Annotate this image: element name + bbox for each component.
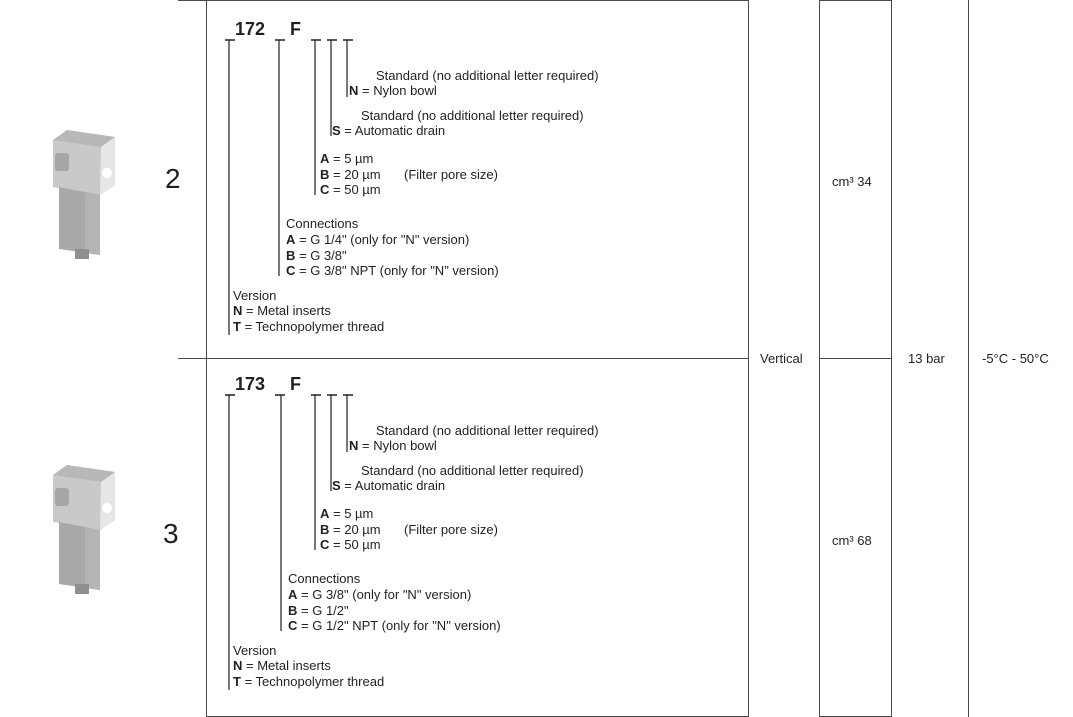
filter-note: (Filter pore size) — [404, 522, 498, 537]
option-letter: C — [320, 537, 330, 552]
volume-value: cm³ 34 — [832, 174, 872, 189]
option-text: = Nylon bowl — [362, 83, 437, 98]
option-letter: B — [320, 166, 330, 182]
connections-title: Connections — [288, 571, 361, 586]
option-text: = G 3/8" — [299, 247, 347, 263]
row-divider — [819, 358, 891, 359]
option-letter: N — [233, 303, 243, 318]
column-divider — [891, 0, 892, 717]
filter-option: B = 20 µm — [320, 167, 381, 182]
filter-option: C = 50 µm — [320, 537, 381, 552]
connection-option: B = G 1/2" — [288, 603, 349, 618]
drain-option: S = Automatic drain — [332, 123, 445, 138]
option-text: = Automatic drain — [344, 123, 446, 138]
version-option: T = Technopolymer thread — [233, 319, 384, 334]
bowl-option: N = Nylon bowl — [349, 83, 437, 98]
filter-note: (Filter pore size) — [404, 167, 498, 182]
version-title: Version — [233, 288, 277, 303]
connections-title: Connections — [286, 216, 359, 231]
filter-product-image — [53, 465, 115, 595]
filter-option: B = 20 µm — [320, 522, 381, 537]
option-letter: N — [349, 438, 359, 453]
option-letter: N — [233, 658, 243, 673]
filter-option: A = 5 µm — [320, 151, 373, 166]
version-title: Version — [233, 643, 277, 658]
option-text: = Technopolymer thread — [244, 673, 385, 689]
version-option: T = Technopolymer thread — [233, 674, 384, 689]
option-letter: S — [332, 478, 341, 493]
connection-option: A = G 1/4" (only for "N" version) — [286, 232, 469, 247]
model-suffix: F — [290, 374, 301, 394]
connection-option: C = G 1/2" NPT (only for "N" version) — [288, 618, 501, 633]
option-text: = Technopolymer thread — [244, 318, 385, 334]
model-code: 172 — [235, 19, 266, 39]
model-code: 173 — [235, 374, 266, 394]
option-text: = 5 µm — [333, 151, 374, 166]
size-number: 3 — [163, 518, 179, 549]
option-letter: T — [233, 673, 241, 689]
option-letter: A — [320, 506, 330, 521]
filter-option: A = 5 µm — [320, 506, 373, 521]
option-letter: C — [288, 618, 298, 633]
option-text: = 50 µm — [333, 182, 381, 197]
bowl-option: N = Nylon bowl — [349, 438, 437, 453]
mounting-value: Vertical — [760, 351, 803, 366]
option-text: = Metal inserts — [246, 303, 331, 318]
bowl-standard-text: Standard (no additional letter required) — [376, 423, 599, 438]
option-letter: A — [286, 232, 296, 247]
option-letter: B — [288, 602, 298, 618]
connection-option: A = G 3/8" (only for "N" version) — [288, 587, 471, 602]
drain-standard-text: Standard (no additional letter required) — [361, 108, 584, 123]
option-letter: A — [320, 151, 330, 166]
volume-value: cm³ 68 — [832, 533, 872, 548]
option-text: = Automatic drain — [344, 478, 446, 493]
option-text: = G 1/2" NPT (only for "N" version) — [301, 618, 501, 633]
code-diagram-lines — [225, 39, 353, 335]
connection-option: C = G 3/8" NPT (only for "N" version) — [286, 263, 499, 278]
option-text: = 50 µm — [333, 537, 381, 552]
option-text: = 20 µm — [333, 521, 381, 537]
filter-option: C = 50 µm — [320, 182, 381, 197]
table-border-top — [819, 0, 891, 1]
version-option: N = Metal inserts — [233, 303, 331, 318]
model-suffix: F — [290, 19, 301, 39]
option-letter: C — [286, 263, 296, 278]
option-text: = 5 µm — [333, 506, 374, 521]
option-text: = 20 µm — [333, 166, 381, 182]
option-letter: S — [332, 123, 341, 138]
column-divider — [748, 0, 749, 717]
option-text: = G 3/8" (only for "N" version) — [301, 587, 472, 602]
option-letter: C — [320, 182, 330, 197]
code-diagram-lines — [225, 394, 353, 690]
option-text: = Metal inserts — [246, 658, 331, 673]
bowl-standard-text: Standard (no additional letter required) — [376, 68, 599, 83]
connection-option: B = G 3/8" — [286, 248, 347, 263]
option-text: = Nylon bowl — [362, 438, 437, 453]
drain-standard-text: Standard (no additional letter required) — [361, 463, 584, 478]
pressure-value: 13 bar — [908, 351, 945, 366]
option-letter: T — [233, 318, 241, 334]
filter-product-image — [53, 130, 115, 259]
drain-option: S = Automatic drain — [332, 478, 445, 493]
option-text: = G 3/8" NPT (only for "N" version) — [299, 263, 499, 278]
version-option: N = Metal inserts — [233, 658, 331, 673]
option-letter: B — [320, 521, 330, 537]
temperature-value: -5°C - 50°C — [982, 351, 1049, 366]
option-letter: B — [286, 247, 296, 263]
option-text: = G 1/4" (only for "N" version) — [299, 232, 470, 247]
option-text: = G 1/2" — [301, 602, 349, 618]
column-divider — [968, 0, 969, 717]
option-letter: A — [288, 587, 298, 602]
option-letter: N — [349, 83, 359, 98]
table-border-top — [178, 0, 748, 1]
row-divider — [178, 358, 748, 359]
size-number: 2 — [165, 163, 181, 194]
